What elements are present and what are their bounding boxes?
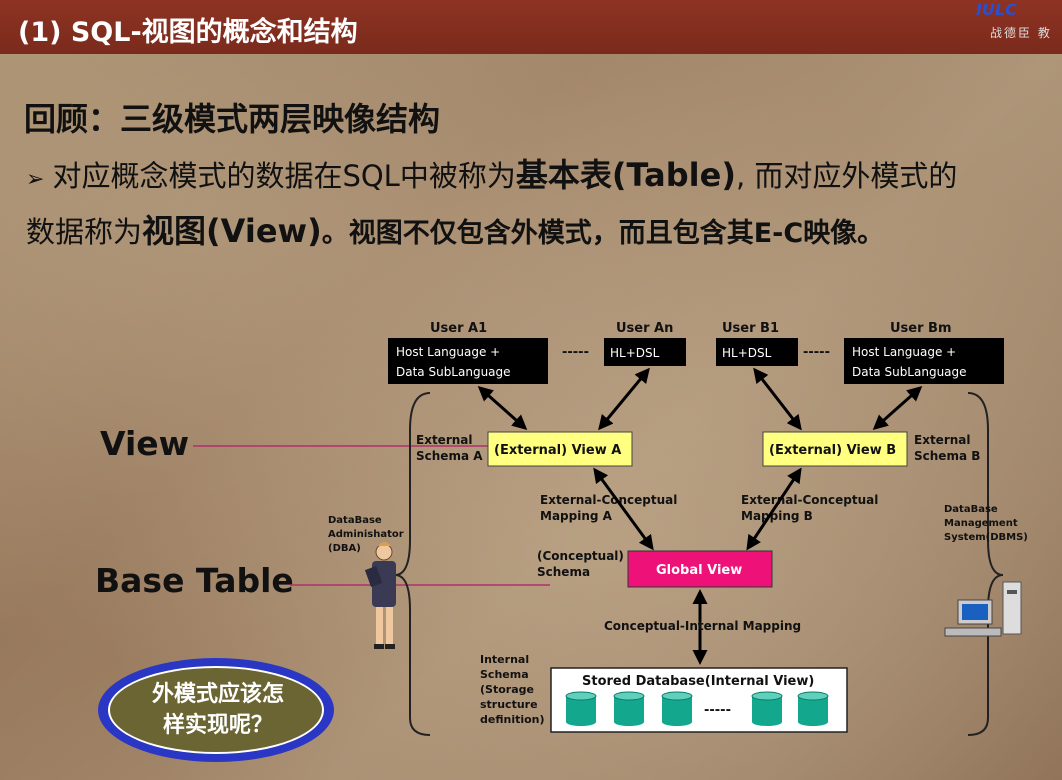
right-brace [967,392,1004,736]
user-a1-label: User A1 [430,321,487,336]
external-view-a-text: (External) View A [494,443,621,458]
title-bar [0,0,1062,54]
conceptual-schema-label-2: Schema [537,565,590,579]
external-schema-a-label-1: External [416,433,472,447]
external-view-b-text: (External) View B [769,443,896,458]
hl-dsl-text-b1: HL+DSL [722,346,772,360]
database-cylinder-icon [565,691,597,726]
logo-subtitle: 战德臣 教 [990,26,1052,40]
internal-schema-label-1: Internal [480,653,529,666]
bullet-arrow-icon: ➢ [26,167,45,192]
dbms-label-1: DataBase [944,504,998,515]
para-text-1c: , 而对应外模式的 [735,159,958,193]
slide-title: (1) SQL-视图的概念和结构 [18,17,358,48]
stored-database-text: Stored Database(Internal View) [582,674,814,689]
user-b1-label: User B1 [722,321,779,336]
question-line-2: 样实现呢？ [162,713,273,738]
paragraph-line-2: 数据称为视图(View)。视图不仅包含外模式，而且包含其E-C映像。 [26,206,884,252]
external-schema-b-label-1: External [914,433,970,447]
hl-dsl-box-b1 [716,338,798,366]
para-text-2c: 。视图不仅包含外模式，而且包含其E-C映像。 [321,218,885,249]
dbms-computer-icon [944,581,1022,637]
dashes-a: ----- [562,345,589,360]
hl-dsl-text-an: HL+DSL [610,346,660,360]
database-cylinder-icon [797,691,829,726]
data-sublanguage-text-bm: Data SubLanguage [852,365,967,379]
question-bubble-inner: 外模式应该怎 样实现呢？ [108,666,324,754]
external-schema-a-label-2: Schema A [416,449,483,463]
data-sublanguage-text-a1: Data SubLanguage [396,365,511,379]
hl-dsl-box-an [604,338,686,366]
stored-database-box [550,667,848,733]
base-table-label: Base Table [95,561,294,600]
dba-label-2: Adminishator [328,529,404,540]
question-bubble: 外模式应该怎 样实现呢？ [98,658,334,762]
global-view-text: Global View [656,563,742,578]
arrow-a1-to-view-a [477,386,528,430]
ec-mapping-a-label-2: Mapping A [540,509,613,523]
internal-schema-label-2: Schema [480,668,529,681]
ec-mapping-b-label-2: Mapping B [741,509,813,523]
database-cylinder-icon [751,691,783,726]
ec-mapping-b-label-1: External-Conceptual [741,493,878,507]
question-text: 外模式应该怎 样实现呢？ [110,679,326,741]
external-view-a-box [487,431,633,467]
conceptual-schema-label-1: (Conceptual) [537,549,624,563]
arrow-view-a-to-global [593,467,654,551]
internal-schema-label-5: definition) [480,713,545,726]
dbms-label-3: System(DBMS) [944,532,1028,543]
dba-label-3: (DBA) [328,543,361,554]
stored-dashes: ----- [704,703,731,718]
internal-schema-label-4: structure [480,698,538,711]
external-view-b-box [762,431,908,467]
external-schema-b-label-2: Schema B [914,449,980,463]
user-bm-label: User Bm [890,321,952,336]
dashes-b: ----- [803,345,830,360]
slide-heading: 回顾：三级模式两层映像结构 [24,100,441,138]
host-language-box-a1 [388,338,548,384]
database-cylinder-icon [613,691,645,726]
host-language-box-bm [844,338,1004,384]
para-term-table: 基本表(Table) [515,156,736,194]
arrow-bm-to-view-b [872,386,923,430]
dba-label-1: DataBase [328,515,382,526]
paragraph-line-1: ➢ 对应概念模式的数据在SQL中被称为基本表(Table), 而对应外模式的 [26,150,957,196]
database-cylinder-icon [661,691,693,726]
dbms-label-2: Management [944,518,1018,529]
para-term-view: 视图(View) [142,212,322,250]
arrow-an-to-view-a [598,367,650,431]
ec-mapping-a-label-1: External-Conceptual [540,493,677,507]
dba-person-icon [364,542,396,649]
ci-mapping-label: Conceptual-Internal Mapping [604,619,801,633]
para-text-1a: 对应概念模式的数据在SQL中被称为 [52,159,516,193]
view-label: View [100,424,190,463]
logo: IULC [976,0,1017,19]
arrow-b1-to-view-b [753,367,802,431]
global-view-box [627,550,773,588]
host-language-text-bm: Host Language + [852,345,956,359]
internal-schema-label-3: (Storage [480,683,534,696]
host-language-text-a1: Host Language + [396,345,500,359]
para-text-2a: 数据称为 [26,215,143,249]
user-an-label: User An [616,321,673,336]
arrow-view-b-to-global [746,467,802,551]
question-line-1: 外模式应该怎 [151,682,284,707]
